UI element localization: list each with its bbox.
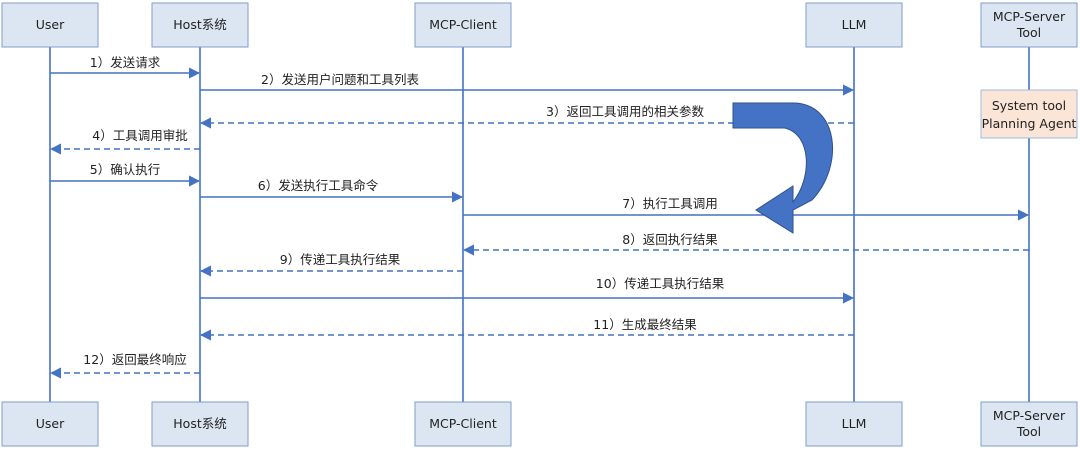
message-1: 1）发送请求 [50,55,201,79]
actor-label: Host系统 [173,416,226,431]
note-label: System tool [992,98,1066,113]
message-label: 8）返回执行结果 [622,232,718,247]
message-label: 12）返回最终响应 [83,352,186,367]
actor-user-top: User [1,2,99,48]
message-label: 10）传递工具执行结果 [596,276,725,291]
actor-label: MCP-Server [993,408,1066,423]
message-label: 6）发送执行工具命令 [258,178,379,193]
message-5: 5）确认执行 [50,162,201,187]
actor-box [151,401,249,447]
actor-box [980,2,1078,48]
actor-label: User [36,17,65,32]
curved-return-arrow [732,102,833,234]
actor-host-bottom: Host系统 [151,401,249,447]
message-9: 9）传递工具执行结果 [199,252,463,277]
actor-label: LLM [842,17,867,32]
actor-host-top: Host系统 [151,2,249,48]
message-label: 4）工具调用审批 [92,128,187,143]
actor-box [1,401,99,447]
actor-box [1,2,99,48]
actor-label: MCP-Server [993,9,1066,24]
message-4: 4）工具调用审批 [49,128,200,155]
actor-label: Tool [1016,25,1041,40]
message-label: 3）返回工具调用的相关参数 [546,104,704,119]
actor-label: User [36,416,65,431]
actor-llm-bottom: LLM [805,401,903,447]
message-12: 12）返回最终响应 [49,352,200,379]
note-label: Planning Agent [982,116,1077,131]
actor-label: Tool [1016,424,1041,439]
actor-box [980,401,1078,447]
actor-client-bottom: MCP-Client [414,401,512,447]
lifelines [49,47,1030,402]
message-6: 6）发送执行工具命令 [200,178,464,203]
actor-llm-top: LLM [805,2,903,48]
actor-box [805,401,903,447]
actor-label: MCP-Client [429,416,497,431]
message-label: 2）发送用户问题和工具列表 [261,72,419,87]
message-label: 11）生成最终结果 [593,317,697,332]
actor-user-bottom: User [1,401,99,447]
message-2: 2）发送用户问题和工具列表 [200,72,855,96]
actor-box [414,401,512,447]
actor-box [805,2,903,48]
message-label: 5）确认执行 [90,162,160,177]
actor-box [414,2,512,48]
actor-client-top: MCP-Client [414,2,512,48]
actor-label: Host系统 [173,17,226,32]
message-label: 9）传递工具执行结果 [280,252,401,267]
message-8: 8）返回执行结果 [462,232,1029,256]
messages: 1）发送请求 2）发送用户问题和工具列表 3）返回工具调用的相关参数 4）工具调用审批… [49,55,1030,379]
message-11: 11）生成最终结果 [199,317,854,341]
actor-label: LLM [842,416,867,431]
message-7: 7）执行工具调用 [463,196,1030,221]
actor-box [151,2,249,48]
note-box [980,89,1078,139]
message-label: 7）执行工具调用 [622,196,717,211]
message-label: 1）发送请求 [90,55,161,70]
message-10: 10）传递工具执行结果 [200,276,855,304]
actor-label: MCP-Client [429,17,497,32]
message-3: 3）返回工具调用的相关参数 [199,104,854,129]
